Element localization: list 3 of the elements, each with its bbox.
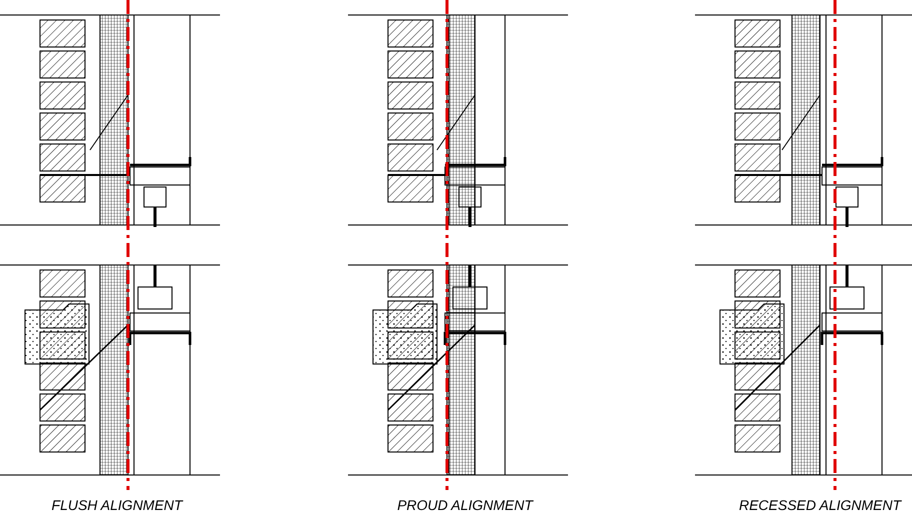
drawing-caption: RECESSED ALIGNMENT [738, 497, 902, 513]
drawing-caption: FLUSH ALIGNMENT [52, 497, 182, 513]
drawing-caption: PROUD ALIGNMENT [397, 497, 533, 513]
